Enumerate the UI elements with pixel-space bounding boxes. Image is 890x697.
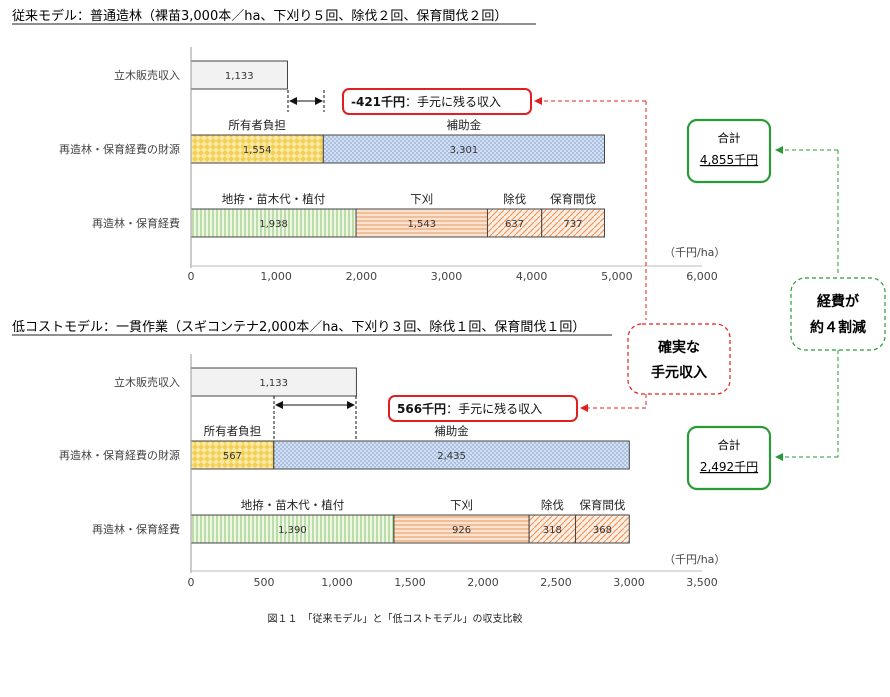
segment-name: 地拵・苗木代・植付 <box>222 192 326 206</box>
bar-segment <box>273 440 630 470</box>
bar-segment <box>322 134 605 164</box>
cost-line2: 約４割減 <box>810 319 866 336</box>
x-tick-label: 0 <box>188 270 195 283</box>
data-label: 926 <box>452 525 471 536</box>
x-tick-label: 1,500 <box>394 576 426 589</box>
segment-name: 地拵・苗木代・植付 <box>241 498 345 512</box>
sure-income-box: 確実な 手元収入 <box>627 323 731 395</box>
category-label: 再造林・保育経費 <box>92 216 180 230</box>
x-tick-label: 0 <box>188 576 195 589</box>
bar-segment <box>528 514 577 544</box>
total-value: 4,855千円 <box>700 153 758 167</box>
total-box-conventional: 合計 4,855千円 <box>686 118 772 184</box>
data-label: 567 <box>223 451 242 462</box>
data-label: 3,301 <box>450 145 479 156</box>
x-tick-label: 1,000 <box>260 270 292 283</box>
category-label: 再造林・保育経費の財源 <box>59 448 180 462</box>
category-label: 立木販売収入 <box>114 68 180 82</box>
x-tick-label: 2,000 <box>346 270 378 283</box>
bar-segment <box>541 208 605 238</box>
net-text: ：手元に残る収入 <box>446 402 542 416</box>
segment-name: 補助金 <box>434 424 469 438</box>
bar-segment <box>575 514 630 544</box>
data-label: 1,938 <box>259 219 288 230</box>
svg-text:-421千円：手元に残る収入: -421千円：手元に残る収入 <box>351 94 501 109</box>
data-label: 1,133 <box>259 378 288 389</box>
bar-segment <box>190 367 357 397</box>
segment-name: 下刈 <box>450 498 473 512</box>
cost-line1: 経費が <box>817 293 860 310</box>
cost-reduction-connector <box>775 146 839 461</box>
low-cost-model-panel: 低コストモデル：一貫作業（スギコンテナ2,000本／ha、下刈り３回、除伐１回、… <box>12 319 725 589</box>
data-label: 318 <box>543 525 562 536</box>
conventional-model-title: 従来モデル：普通造林（裸苗3,000本／ha、下刈り５回、除伐２回、保育間伐２回… <box>12 8 507 24</box>
x-tick-label: 3,000 <box>613 576 645 589</box>
x-tick-label: 3,000 <box>431 270 463 283</box>
segment-name: 所有者負担 <box>204 424 262 438</box>
svg-text:566千円：手元に残る収入: 566千円：手元に残る収入 <box>397 401 542 416</box>
category-label: 再造林・保育経費 <box>92 522 180 536</box>
x-tick-label: 6,000 <box>686 270 718 283</box>
bar-segment <box>190 440 275 470</box>
x-tick-label: 5,000 <box>601 270 633 283</box>
x-tick-label: 500 <box>254 576 275 589</box>
data-label: 1,554 <box>243 145 272 156</box>
x-tick-label: 2,500 <box>540 576 572 589</box>
category-label: 再造林・保育経費の財源 <box>59 142 180 156</box>
net-value: -421千円 <box>351 94 405 109</box>
unit-label: （千円/ha） <box>664 553 725 566</box>
total-value: 2,492千円 <box>700 460 758 474</box>
total-label: 合計 <box>718 131 741 145</box>
segment-name: 除伐 <box>541 498 564 512</box>
figure-caption: 図１１ 「従来モデル」と「低コストモデル」の収支比較 <box>268 612 523 625</box>
segment-name: 保育間伐 <box>550 192 596 206</box>
data-label: 2,435 <box>437 451 466 462</box>
net-income-callout-conventional: -421千円：手元に残る収入 <box>342 88 532 115</box>
net-income-callout-lowcost: 566千円：手元に残る収入 <box>388 395 578 422</box>
segment-name: 除伐 <box>503 192 526 206</box>
x-tick-label: 2,000 <box>467 576 499 589</box>
difference-markers <box>273 90 357 440</box>
data-label: 1,390 <box>278 525 307 536</box>
category-label: 立木販売収入 <box>114 375 180 389</box>
unit-label: （千円/ha） <box>664 246 725 259</box>
data-label: 1,133 <box>225 71 254 82</box>
low-cost-model-title: 低コストモデル：一貫作業（スギコンテナ2,000本／ha、下刈り３回、除伐１回、… <box>12 319 585 335</box>
cost-reduction-box: 経費が 約４割減 <box>790 277 886 351</box>
conventional-model-panel: 従来モデル：普通造林（裸苗3,000本／ha、下刈り５回、除伐２回、保育間伐２回… <box>12 8 725 283</box>
segment-name: 所有者負担 <box>228 118 286 132</box>
data-label: 637 <box>505 219 524 230</box>
data-label: 1,543 <box>407 219 436 230</box>
bar-segment <box>393 514 530 544</box>
x-tick-label: 4,000 <box>516 270 548 283</box>
segment-name: 補助金 <box>447 118 482 132</box>
segment-name: 下刈 <box>410 192 433 206</box>
sure-income-line1: 確実な <box>658 339 700 356</box>
data-label: 737 <box>564 219 583 230</box>
net-value: 566千円 <box>397 401 446 416</box>
x-tick-label: 1,000 <box>321 576 353 589</box>
sure-income-line2: 手元収入 <box>651 364 707 381</box>
segment-name: 保育間伐 <box>579 498 625 512</box>
data-label: 368 <box>593 525 612 536</box>
net-text: ：手元に残る収入 <box>405 95 501 109</box>
x-tick-label: 3,500 <box>686 576 718 589</box>
total-box-lowcost: 合計 2,492千円 <box>686 425 772 491</box>
bar-segment <box>190 60 288 90</box>
total-label: 合計 <box>718 438 741 452</box>
bar-segment <box>190 134 324 164</box>
